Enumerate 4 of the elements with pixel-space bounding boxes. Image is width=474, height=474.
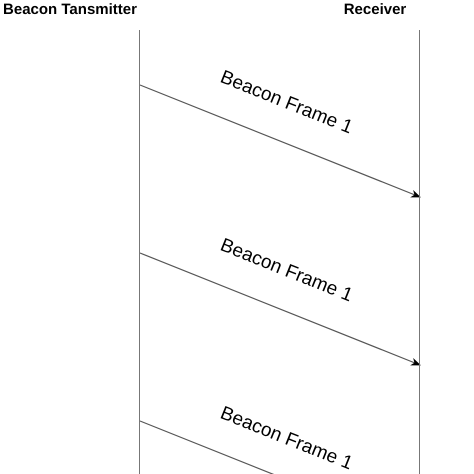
arrow (140, 252, 421, 366)
arrow (140, 84, 421, 198)
participant-heading: Beacon Tansmitter (2, 0, 138, 20)
participant-heading: Receiver (342, 0, 408, 20)
